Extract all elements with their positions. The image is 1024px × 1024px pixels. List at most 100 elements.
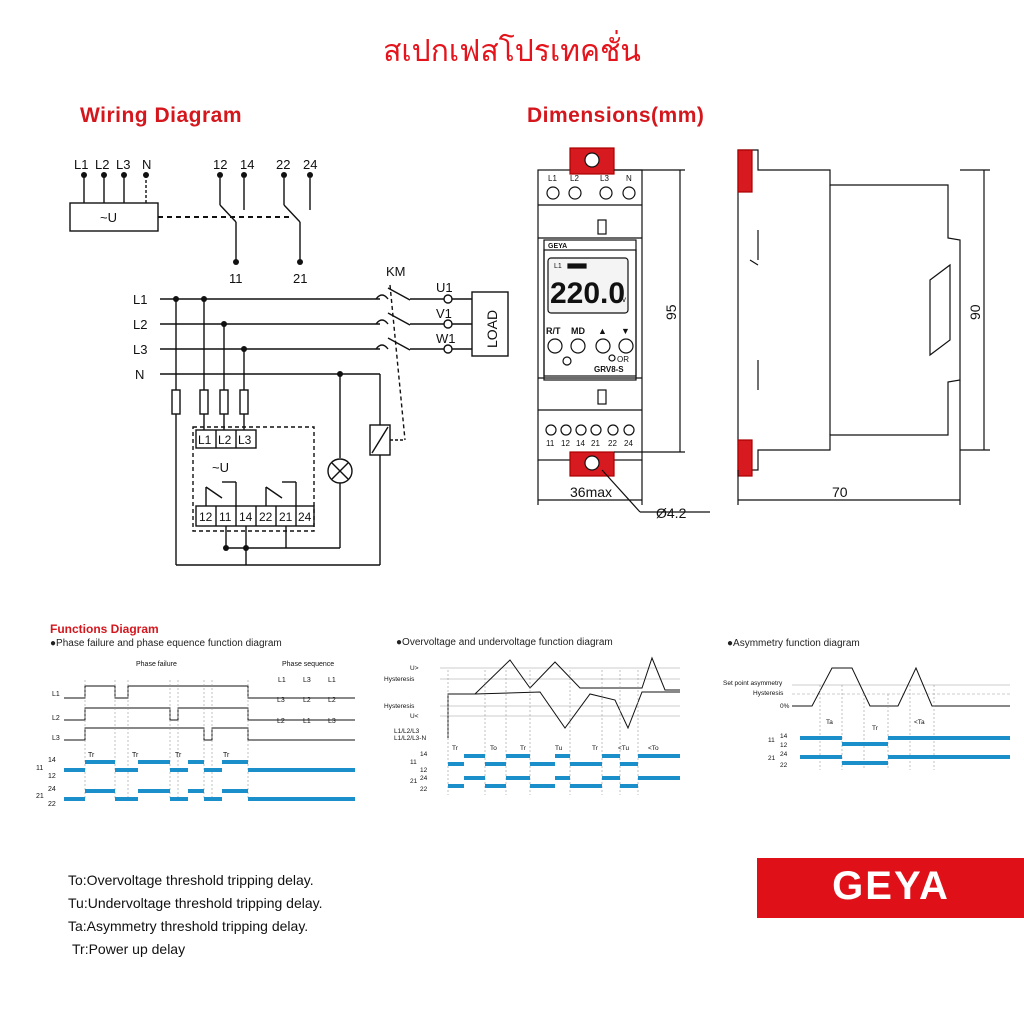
phase-row-label: L3	[52, 735, 60, 742]
signal-bar	[638, 754, 680, 758]
load-label: LOAD	[484, 310, 500, 348]
front-top-terminal: N	[626, 174, 632, 183]
device-logo: GEYA	[548, 243, 567, 250]
line-label: L3	[133, 342, 147, 357]
signal-bar	[842, 761, 888, 765]
wiring-contact-label: 24	[303, 157, 317, 172]
load-terminal-label: W1	[436, 331, 456, 346]
wiring-diagram: L1 L2 L3 N 12 14 22 24 ~U 11 21 L1 L2 L3…	[69, 157, 509, 566]
signal-bar	[64, 768, 85, 772]
contact-label: 22	[780, 762, 788, 769]
legend-tr: Tr:Power up delay	[72, 941, 186, 957]
load-terminal-label: U1	[436, 280, 453, 295]
or-label: OR	[617, 355, 629, 364]
button-label: ▼	[621, 326, 630, 336]
box-terminal: L2	[218, 433, 232, 447]
button-label: R/T	[546, 326, 561, 336]
asymmetry-function-diagram: Set point asymmetry Hysteresis 0% 14 11 …	[723, 666, 1010, 770]
front-bottom-terminal: 14	[576, 439, 585, 448]
signal-bar	[506, 754, 530, 758]
box-contact: 24	[298, 510, 312, 524]
seq-label: L1	[328, 677, 336, 684]
button-label: ▲	[598, 326, 607, 336]
box-contact: 12	[199, 510, 213, 524]
signal-bar	[115, 768, 138, 772]
legend-tu: Tu:Undervoltage threshold tripping delay…	[68, 895, 323, 911]
seq-label: L2	[303, 697, 311, 704]
contact-label: 21	[36, 793, 44, 800]
signal-bar	[842, 742, 888, 746]
display-value: 220.0	[550, 277, 625, 310]
tr-label: Tr	[175, 752, 182, 759]
contact-label: 11	[768, 737, 775, 744]
asymmetry-contact-signals	[800, 736, 1010, 765]
front-height-dim: 95	[663, 304, 679, 320]
signal-bar	[555, 754, 570, 758]
signal-bar	[570, 762, 602, 766]
line-label: L2	[133, 317, 147, 332]
signal-bar	[170, 768, 188, 772]
hole-dim: Ø4.2	[656, 505, 687, 521]
dimensions-drawing: L1 L2 L3 N 11 12 14 21 22 24 GEYA L1 220…	[537, 147, 990, 521]
seq-label: L1	[303, 718, 311, 725]
contactor-label: KM	[386, 264, 406, 279]
signal-bar	[620, 762, 638, 766]
tr-label: Tr	[132, 752, 139, 759]
phase-row-label: L1	[52, 691, 60, 698]
line-label: N	[135, 367, 144, 382]
wiring-diagram-title: Wiring Diagram	[80, 104, 242, 127]
signal-bar	[602, 776, 620, 780]
voltage-diagram-title: ●Overvoltage and undervoltage function d…	[396, 637, 613, 648]
seq-label: L3	[277, 697, 285, 704]
side-height-dim: 90	[967, 304, 983, 320]
voltage-contact-signals	[448, 754, 680, 788]
signal-bar	[638, 776, 680, 780]
front-bottom-terminal: 22	[608, 439, 617, 448]
contact-label: 12	[420, 767, 428, 774]
phase-failure-label: Phase failure	[136, 661, 177, 668]
signal-bar	[188, 789, 204, 793]
button-label: MD	[571, 326, 585, 336]
signal-bar	[530, 784, 555, 788]
voltage-label: U>	[410, 665, 419, 672]
seq-label: L2	[277, 718, 285, 725]
contact-label: 24	[48, 786, 56, 793]
contact-label: 14	[420, 751, 428, 758]
signal-bar	[620, 784, 638, 788]
signal-bar	[485, 784, 506, 788]
geya-logo: GEYA	[757, 858, 1024, 918]
signal-bar	[506, 776, 530, 780]
signal-bar	[448, 784, 464, 788]
delay-label: To	[490, 745, 497, 752]
front-top-terminal: L1	[548, 174, 557, 183]
tr-label: Tr	[88, 752, 95, 759]
asymmetry-diagram-title: ●Asymmetry function diagram	[727, 638, 860, 649]
phase-contact-signals	[64, 760, 355, 801]
box-contact: 11	[219, 510, 232, 524]
signal-bar	[204, 768, 222, 772]
phase-row-label: L2	[52, 715, 60, 722]
delay-label: Tr	[592, 745, 599, 752]
signal-bar	[530, 762, 555, 766]
contact-label: 14	[780, 733, 788, 740]
legend-ta: Ta:Asymmetry threshold tripping delay.	[68, 918, 309, 934]
functions-title: Functions Diagram	[50, 622, 159, 636]
signal-bar	[115, 797, 138, 801]
signal-bar	[888, 736, 1010, 740]
delay-label: <Ta	[914, 719, 925, 726]
voltage-label: Hysteresis	[384, 676, 415, 683]
signal-bar	[448, 762, 464, 766]
front-top-terminal: L3	[600, 174, 609, 183]
phase-function-diagram: Phase failure Phase sequence L1 L2 L3 14…	[36, 661, 355, 808]
voltage-label: Hysteresis	[384, 703, 415, 710]
signal-bar	[485, 762, 506, 766]
dimensions-title: Dimensions(mm)	[527, 104, 705, 127]
box-terminal: L3	[238, 433, 252, 447]
signal-bar	[138, 789, 170, 793]
box-contact: 22	[259, 510, 273, 524]
box-contact: 21	[279, 510, 293, 524]
contact-label: 22	[420, 786, 428, 793]
signal-bar	[570, 784, 602, 788]
delay-label: <To	[648, 745, 659, 752]
contact-label: 12	[48, 773, 56, 780]
